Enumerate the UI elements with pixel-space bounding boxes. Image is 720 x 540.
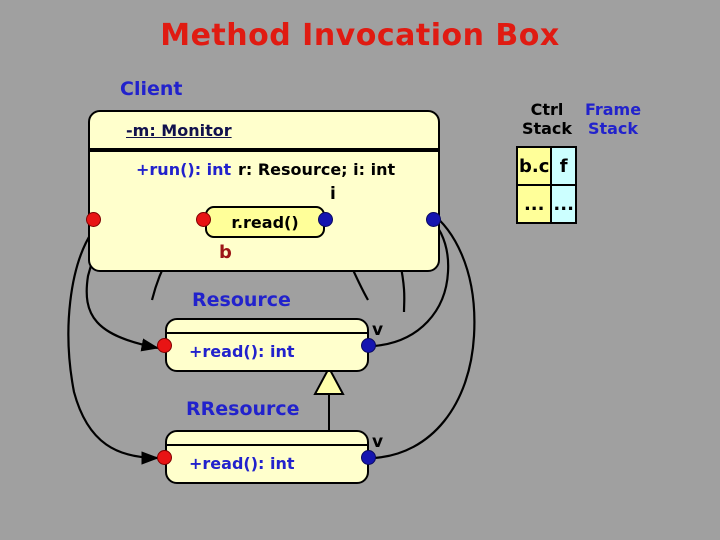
ctrl-stack-cell-0: b.c xyxy=(515,146,553,186)
class-label-client: Client xyxy=(120,78,183,100)
ctrl-stack-cell-1: ... xyxy=(515,184,553,224)
resource-entry-dot[interactable] xyxy=(157,338,172,353)
callbox-exit-dot[interactable] xyxy=(318,212,333,227)
class-box-resource[interactable]: +read(): int xyxy=(165,318,369,372)
rresource-operation-read: +read(): int xyxy=(189,454,295,473)
resource-separator xyxy=(167,332,367,334)
rresource-separator xyxy=(167,444,367,446)
resource-exit-dot[interactable] xyxy=(361,338,376,353)
client-attribute: -m: Monitor xyxy=(126,121,232,140)
client-exit-dot[interactable] xyxy=(426,212,441,227)
ctrl-stack-header: Ctrl Stack xyxy=(521,100,573,138)
class-label-rresource: RResource xyxy=(186,398,300,420)
class-box-rresource[interactable]: +read(): int xyxy=(165,430,369,484)
rresource-exit-dot[interactable] xyxy=(361,450,376,465)
invocation-label-i: i xyxy=(330,184,336,204)
table-row: ... ... xyxy=(515,184,577,224)
frame-stack-cell-0: f xyxy=(550,146,577,186)
frame-stack-cell-1: ... xyxy=(550,184,577,224)
rresource-entry-dot[interactable] xyxy=(157,450,172,465)
method-invocation-box[interactable]: r.read() xyxy=(205,206,325,238)
table-row: b.c f xyxy=(515,146,577,186)
rresource-return-label: v xyxy=(372,432,384,452)
binding-label-b: b xyxy=(219,242,232,263)
client-operation-run: +run(): int xyxy=(136,160,232,179)
class-box-client[interactable]: -m: Monitor +run(): int r: Resource; i: … xyxy=(88,110,440,272)
class-label-resource: Resource xyxy=(192,289,291,311)
frame-stack-header: Frame Stack xyxy=(584,100,642,138)
page-title: Method Invocation Box xyxy=(160,18,560,53)
resource-return-label: v xyxy=(372,320,384,340)
resource-operation-read: +read(): int xyxy=(189,342,295,361)
client-separator xyxy=(90,148,438,152)
stack-table: b.c f ... ... xyxy=(515,146,577,224)
client-entry-dot[interactable] xyxy=(86,212,101,227)
callbox-entry-dot[interactable] xyxy=(196,212,211,227)
client-locals: r: Resource; i: int xyxy=(238,160,396,179)
